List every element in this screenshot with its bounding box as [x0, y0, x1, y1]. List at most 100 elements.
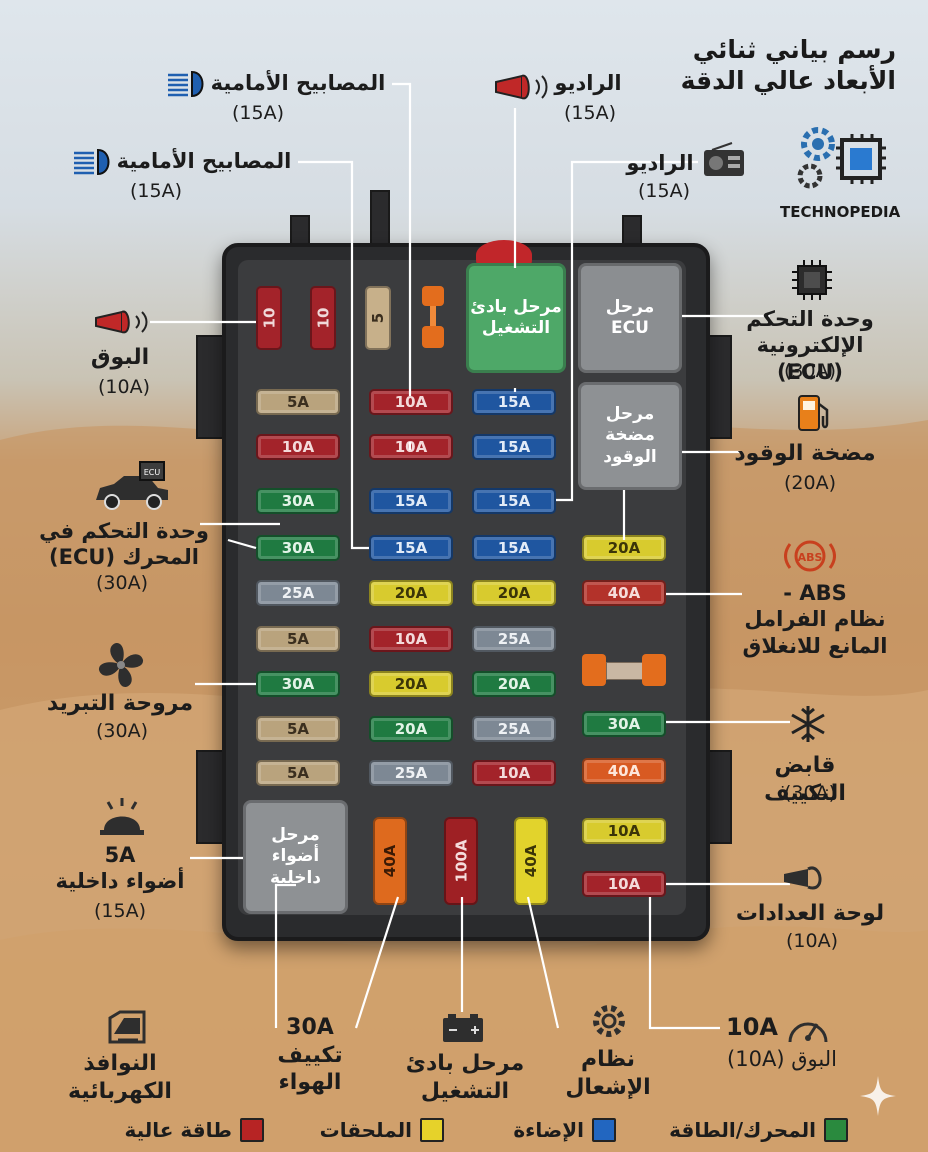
legend-swatch-blue	[592, 1118, 616, 1142]
fuse-r4-c2[interactable]: 15A	[369, 535, 453, 561]
fuse-r5-c2[interactable]: 20A	[369, 580, 453, 606]
relay-ecu[interactable]: مرحل ECU	[578, 263, 682, 373]
label-radio-1: الراديو	[554, 71, 622, 95]
amp-headlights-2: (15A)	[130, 180, 182, 202]
page-title: رسم بياني ثنائي الأبعاد عالي الدقة	[680, 35, 896, 96]
legend-high-power: طاقة عالية	[124, 1118, 264, 1142]
fuse-r5-c1[interactable]: 25A	[256, 580, 340, 606]
amp-horn: (10A)	[98, 376, 150, 398]
fuse-r7-c2[interactable]: 20A	[369, 671, 453, 697]
svg-text:ABS: ABS	[798, 551, 823, 564]
fuse-r8-c1[interactable]: 5A	[256, 716, 340, 742]
fuse-r5-c4[interactable]: 40A	[582, 580, 666, 606]
car-icon: ECU	[96, 461, 168, 510]
relay-fuel-pump[interactable]: مرحل مضخة الوقود	[578, 382, 682, 490]
abs-icon: ABS	[784, 540, 836, 572]
fuse-r9-c2[interactable]: 25A	[369, 760, 453, 786]
chip-icon	[792, 260, 832, 300]
fuse-r3-c2[interactable]: 15A	[369, 488, 453, 514]
horn-icon	[95, 310, 148, 334]
dome-light-icon	[100, 798, 144, 835]
fuse-r9-c3[interactable]: 10A	[472, 760, 556, 786]
snowflake-icon	[791, 706, 825, 742]
svg-text:ECU: ECU	[144, 468, 161, 477]
fuse-cartridge-orange[interactable]	[582, 654, 666, 686]
label-ac-clutch: قابض التكييف	[764, 753, 846, 806]
headlight-icon	[168, 70, 204, 98]
fuse-r9-c4[interactable]: 40A	[582, 758, 666, 784]
fuse-r8-c4[interactable]: 30A	[582, 711, 666, 737]
label-ignition: نظام الإشعال	[565, 1047, 651, 1100]
headlight-icon	[74, 148, 110, 176]
brand-name: TECHNOPEDIA	[780, 203, 901, 221]
fuse-r6-c3[interactable]: 25A	[472, 626, 556, 652]
gauge-icon	[788, 1022, 828, 1043]
fuse-top-3[interactable]: 5	[365, 286, 391, 350]
label-starter-relay: مرحل بادئ التشغيل	[405, 1051, 525, 1104]
label-power-windows: النوافذ الكهربائية	[68, 1051, 172, 1104]
window-icon	[108, 1010, 146, 1044]
fuse-r5-c3[interactable]: 20A	[472, 580, 556, 606]
fuse-r10-c4[interactable]: 10A	[582, 818, 666, 844]
horn-icon	[784, 866, 822, 890]
legend-lighting: الإضاءة	[513, 1118, 616, 1142]
legend-swatch-green	[824, 1118, 848, 1142]
fuse-r6-c2[interactable]: 10A	[369, 626, 453, 652]
legend-accessories: الملحقات	[320, 1118, 444, 1142]
label-headlights-2: المصابيح الأمامية	[116, 149, 292, 173]
fuse-r1-c2[interactable]: 10A	[369, 389, 453, 415]
technopedia-logo-icon	[797, 127, 886, 189]
fan-icon	[98, 642, 144, 688]
fuse-top-1[interactable]: 10	[256, 286, 282, 350]
label-fuel-pump: مضخة الوقود	[734, 441, 876, 466]
amp-radio-2: (15A)	[638, 180, 690, 202]
amp-ecu-unit: (30A)	[784, 360, 836, 382]
fuse-r1-c3[interactable]: 15A	[472, 389, 556, 415]
amp-fuel-pump: (20A)	[784, 472, 836, 494]
amp-cooling-fan: (30A)	[96, 720, 148, 742]
label-air-conditioning: 30A تكييف الهواء	[277, 1015, 343, 1095]
relay-starter[interactable]: مرحل بادئ التشغيل	[466, 263, 566, 373]
label-interior-lights: 5A أضواء داخلية	[55, 843, 185, 894]
fuse-r8-c3[interactable]: 25A	[472, 716, 556, 742]
label-cooling-fan: مروحة التبريد	[46, 691, 194, 716]
legend-swatch-yellow	[420, 1118, 444, 1142]
fuel-pump-icon	[798, 395, 829, 431]
amp-radio-1: (15A)	[564, 102, 616, 124]
fuse-r1-c1[interactable]: 5A	[256, 389, 340, 415]
fuse-r4-c4[interactable]: 20A	[582, 535, 666, 561]
fuse-orange-link[interactable]	[420, 286, 446, 350]
fuse-r2-c3[interactable]: 15A	[472, 434, 556, 460]
battery-icon	[443, 1014, 483, 1042]
fuse-r4-c1[interactable]: 30A	[256, 535, 340, 561]
horn-icon	[495, 74, 548, 100]
label-ecu-unit: وحدة التحكم الإلكترونية (ECU)	[746, 307, 874, 384]
fuse-r7-c3[interactable]: 20A	[472, 671, 556, 697]
label-engine-ecu: وحدة التحكم في المحرك (ECU)	[39, 519, 209, 570]
fuse-r3-c3[interactable]: 15A	[472, 488, 556, 514]
amp-dashboard: (10A)	[786, 930, 838, 952]
fuse-r6-c1[interactable]: 5A	[256, 626, 340, 652]
amp-engine-ecu: (30A)	[96, 572, 148, 594]
amp-interior-lights: (15A)	[94, 900, 146, 922]
fuse-r9-c1[interactable]: 5A	[256, 760, 340, 786]
fuse-top-2[interactable]: 10	[310, 286, 336, 350]
legend-engine-power: المحرك/الطاقة	[669, 1118, 848, 1142]
radio-icon	[704, 142, 744, 176]
fuse-r4-c3[interactable]: 15A	[472, 535, 556, 561]
label-horn-bottom: البوق (10A)	[727, 1047, 837, 1071]
label-horn-bottom-amp: 10A	[726, 1013, 778, 1041]
maxi-fuse-2[interactable]: 100A	[444, 817, 478, 905]
maxi-fuse-3[interactable]: 40A	[514, 817, 548, 905]
fuse-r2-c2[interactable]: 10A	[369, 434, 453, 460]
fuse-r11-c4[interactable]: 10A	[582, 871, 666, 897]
relay-interior-lights[interactable]: مرحل أضواء داخلية	[243, 800, 348, 914]
gear-icon	[593, 1005, 625, 1037]
fuse-r8-c2[interactable]: 20A	[369, 716, 453, 742]
fuse-r3-c1[interactable]: 30A	[256, 488, 340, 514]
label-headlights-1: المصابيح الأمامية	[210, 71, 386, 95]
fuse-r2-c1[interactable]: 10A	[256, 434, 340, 460]
maxi-fuse-1[interactable]: 40A	[373, 817, 407, 905]
amp-ac-clutch: (30A)	[784, 782, 836, 804]
fuse-r7-c1[interactable]: 30A	[256, 671, 340, 697]
